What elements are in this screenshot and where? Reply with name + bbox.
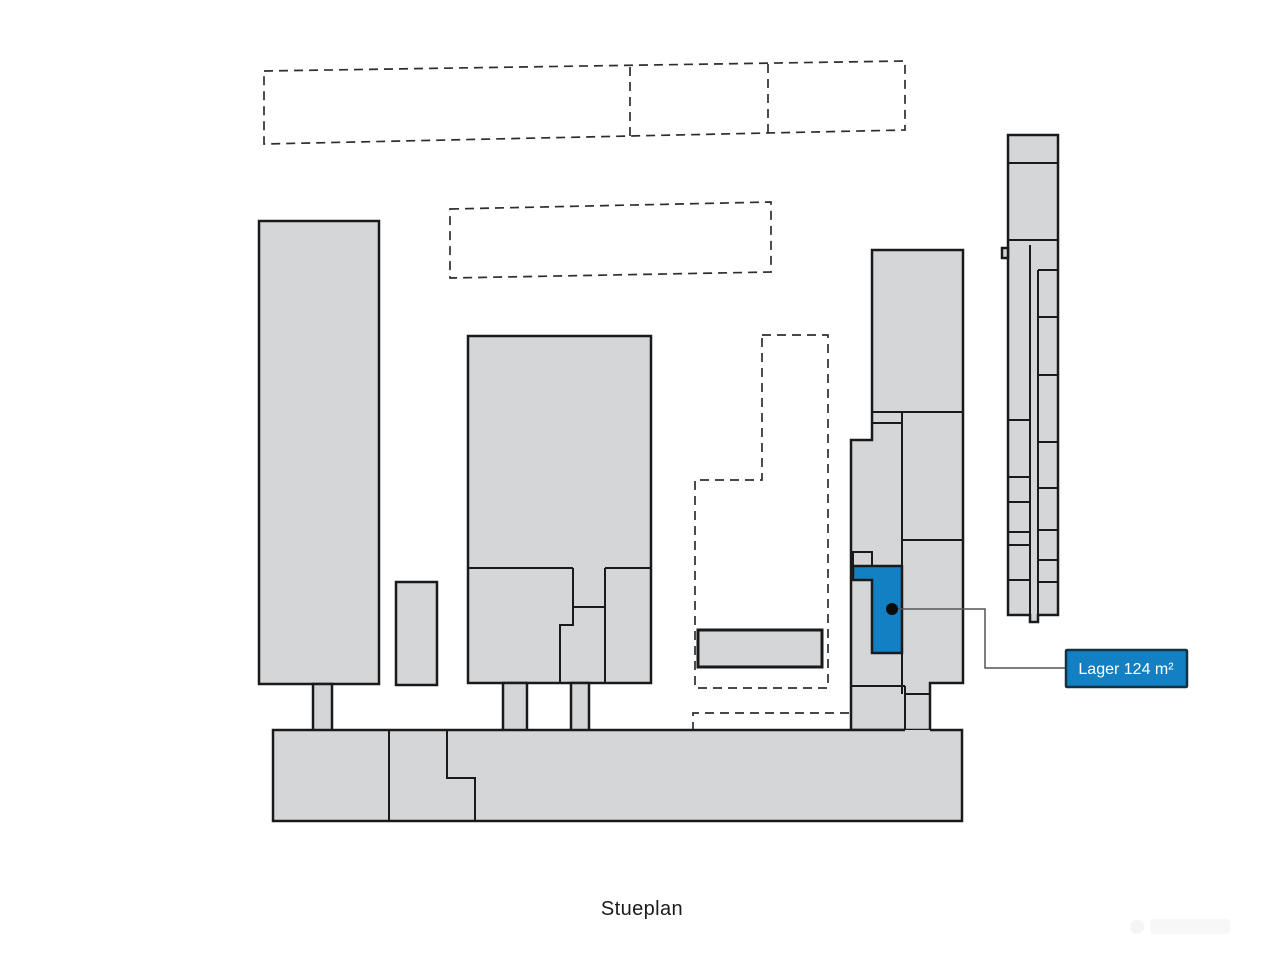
building-left-connector [311, 682, 334, 733]
building-right-tower [1000, 133, 1060, 624]
label-leader-line [898, 608, 1066, 669]
tower-left-tab [1000, 246, 1010, 260]
building-middle-connector-1 [501, 681, 529, 733]
building-base-bar [271, 728, 964, 823]
building-right-cluster [849, 248, 965, 732]
building-left-tall [257, 219, 381, 686]
building-middle-connector-2 [569, 681, 591, 733]
watermark-pin-icon [1130, 920, 1144, 934]
plan-caption: Stueplan [600, 898, 684, 920]
highlighted-unit-lager[interactable] [851, 564, 904, 655]
watermark [1130, 919, 1230, 934]
unit-marker-dot [886, 603, 898, 615]
building-low-slab [696, 628, 824, 669]
dashed-outline-top-band [263, 60, 906, 145]
dashed-outline-lower-rect [692, 712, 853, 731]
building-small-left [394, 580, 439, 687]
unit-label-box[interactable] [1064, 648, 1189, 689]
dashed-outline-mid-rect [449, 201, 772, 279]
watermark-text-block [1150, 919, 1230, 934]
unit-label[interactable]: Lager 124 m² [1064, 648, 1189, 689]
dashed-outline-l-shape [694, 334, 829, 689]
building-middle [466, 334, 653, 685]
unit-label-text: Lager 124 m² [1078, 661, 1174, 678]
